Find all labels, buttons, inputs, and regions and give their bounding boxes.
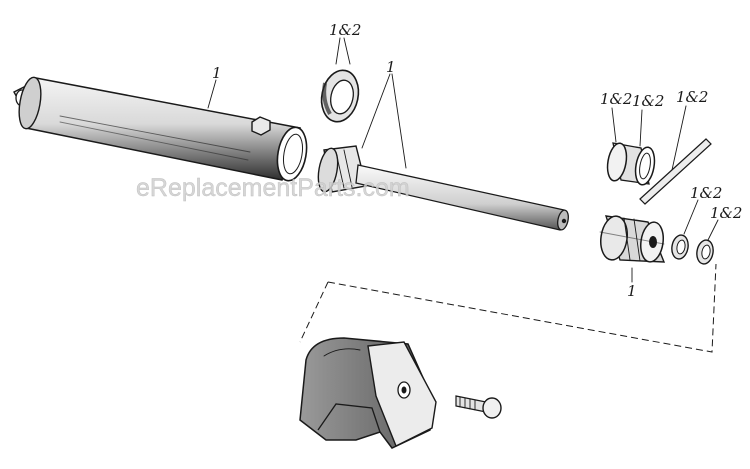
assembly-outline	[299, 263, 717, 353]
callout-washer-b: 1&2	[710, 204, 742, 222]
watermark: eReplacementParts.com	[136, 174, 410, 202]
wiper-ring	[606, 142, 656, 186]
piston-rod	[317, 145, 569, 231]
cylinder-body	[13, 76, 308, 182]
callout-cylinder-body: 1	[212, 64, 222, 82]
callout-washer-a: 1&2	[690, 184, 722, 202]
leader-lines	[207, 37, 719, 283]
rod-pin	[639, 138, 712, 205]
callout-rod-pin: 1&2	[676, 88, 708, 106]
mounting-block	[299, 337, 437, 449]
callout-gland-nut: 1	[627, 282, 637, 300]
washer-b	[696, 239, 714, 265]
top-seal-ring	[320, 69, 360, 123]
callout-top-seal: 1&2	[329, 21, 361, 39]
callout-piston-rod: 1	[386, 58, 396, 76]
washer-a	[671, 234, 689, 260]
callout-wiper-ring: 1&2	[600, 90, 632, 108]
callout-gland-seal: 1&2	[632, 92, 664, 110]
bolt	[455, 395, 502, 419]
gland-nut	[599, 215, 666, 263]
